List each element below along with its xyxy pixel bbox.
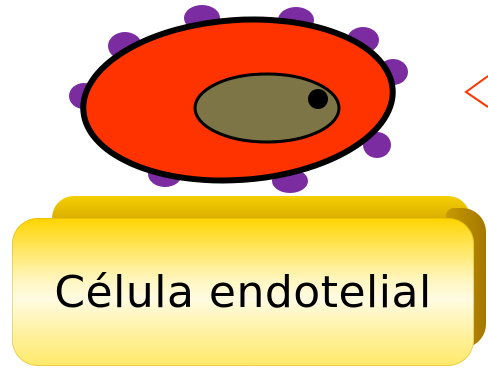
label-block: Célula endotelial [22,216,476,368]
cell-label: Célula endotelial [12,218,474,366]
nucleolus [308,89,328,109]
pointer-chevron-icon [466,76,488,107]
